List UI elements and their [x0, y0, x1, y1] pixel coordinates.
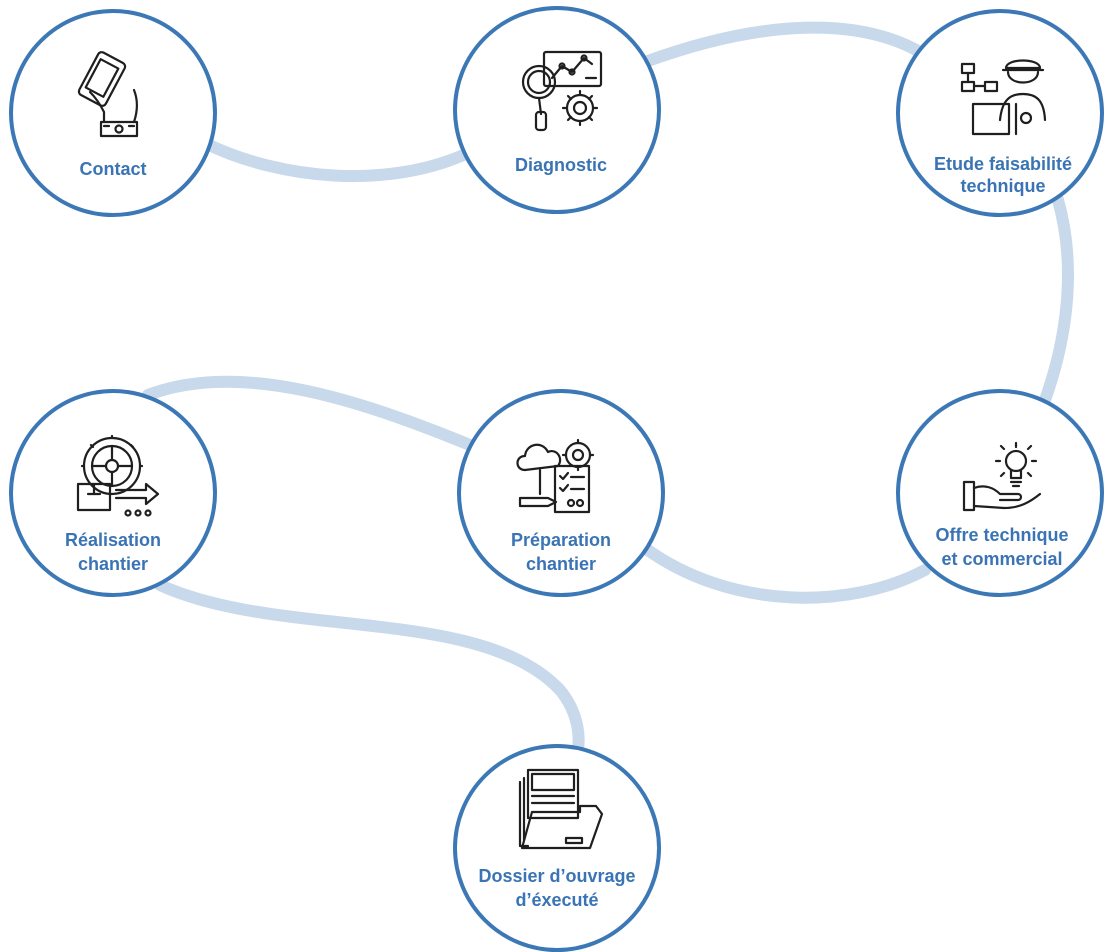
- step-dossier: Dossier d’ouvrage d’éxecuté: [453, 744, 661, 952]
- step-etude: Etude faisabilité technique: [896, 9, 1104, 217]
- engineer-flowchart-icon: [960, 59, 1047, 136]
- step-label: technique: [960, 176, 1045, 196]
- step-label: Préparation: [511, 530, 611, 550]
- step-label: Contact: [80, 159, 147, 179]
- step-offre: Offre technique et commercial: [896, 389, 1104, 597]
- step-ring: [453, 6, 661, 214]
- step-label: Etude faisabilité: [934, 154, 1072, 174]
- gear-box-arrow-icon: [76, 434, 160, 517]
- step-label: d’éxecuté: [515, 890, 598, 910]
- step-preparation: Préparation chantier: [457, 389, 665, 597]
- step-label: Offre technique: [935, 525, 1068, 545]
- step-diagnostic: Diagnostic: [453, 6, 661, 214]
- connector-path: [142, 21, 1074, 756]
- step-label: Dossier d’ouvrage: [478, 866, 635, 886]
- step-label: et commercial: [941, 549, 1062, 569]
- step-ring: [9, 9, 217, 217]
- cloud-gear-checklist-icon: [516, 438, 595, 514]
- step-label: chantier: [78, 554, 148, 574]
- step-label: Diagnostic: [515, 155, 607, 175]
- step-contact: Contact: [9, 9, 217, 217]
- step-label: Réalisation: [65, 530, 161, 550]
- analytics-magnifier-gear-icon: [521, 50, 603, 132]
- documents-folder-icon: [518, 768, 604, 850]
- hand-lightbulb-icon: [962, 441, 1042, 512]
- step-ring: [457, 389, 665, 597]
- step-realisation: Réalisation chantier: [9, 389, 217, 597]
- hand-phone-icon: [77, 51, 139, 138]
- step-label: chantier: [526, 554, 596, 574]
